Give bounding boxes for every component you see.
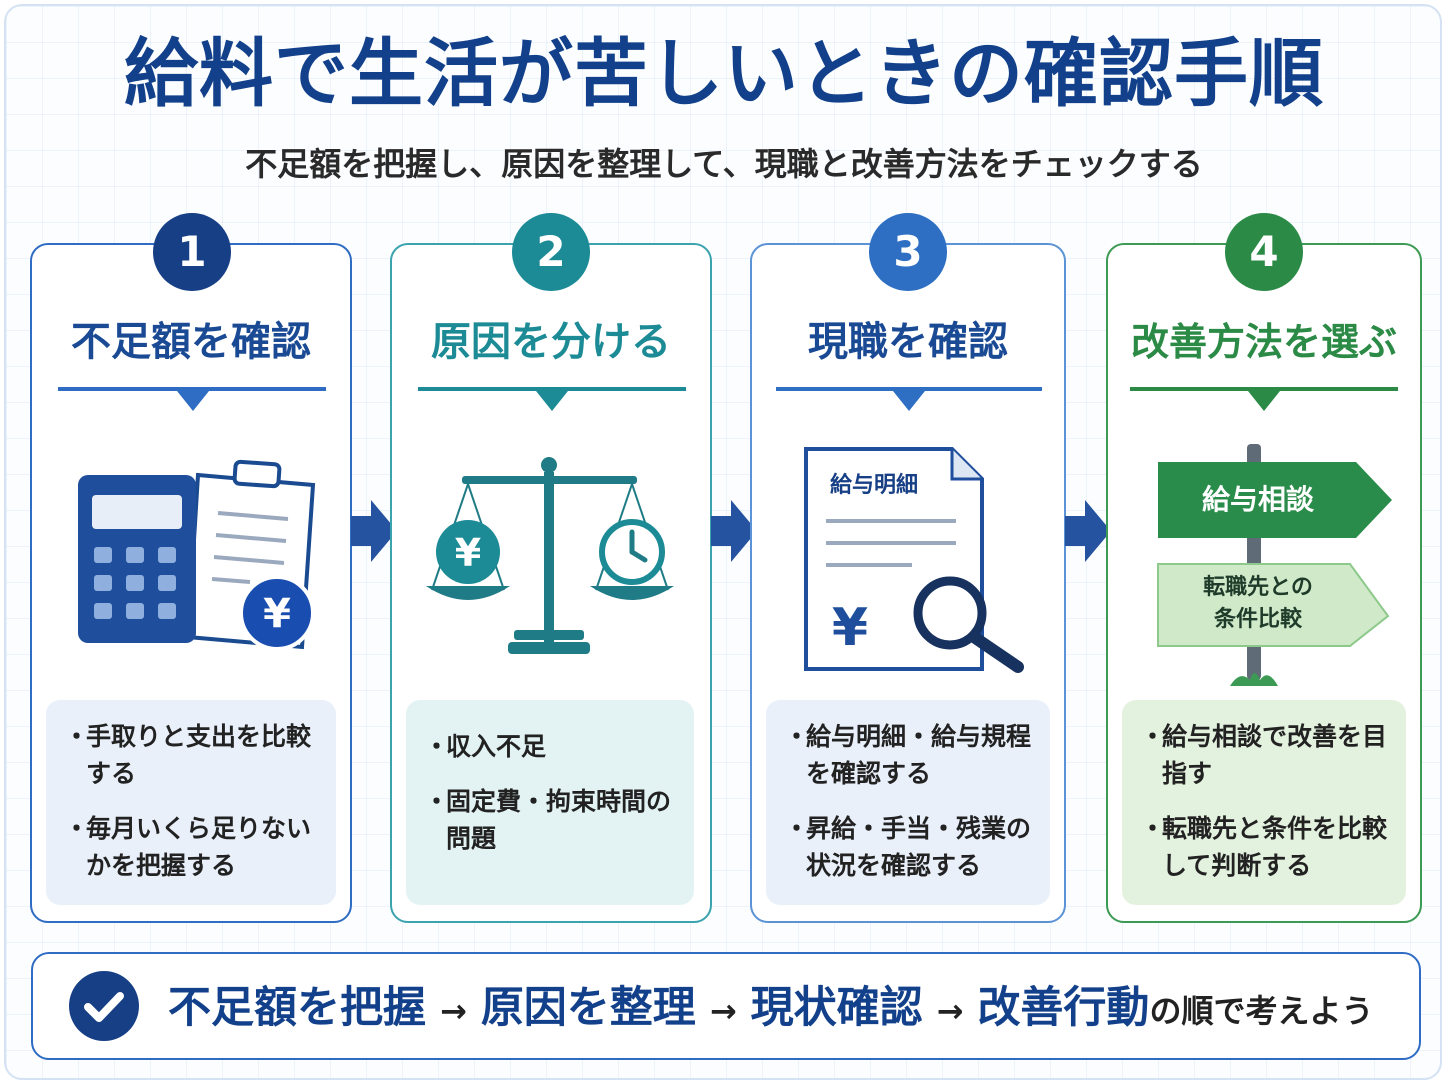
flow-arrow-2 [711, 500, 757, 562]
page-title: 給料で生活が苦しいときの確認手順 [124, 31, 1324, 117]
summary-part-1: 不足額を把握 [168, 983, 426, 1033]
page-subtitle: 不足額を把握し、原因を整理して、現職と改善方法をチェックする [245, 145, 1203, 183]
step-bullets-3: ・給与明細・給与規程を確認する ・昇給・手当・残業の状況を確認する [766, 700, 1050, 905]
svg-text:¥: ¥ [263, 591, 291, 637]
summary-part-4: 改善行動 [977, 983, 1150, 1033]
step-notch-3 [893, 391, 925, 411]
yen-coin-icon: ¥ [239, 575, 315, 651]
summary-part-2: 原因を整理 [480, 983, 696, 1033]
step-underline-1 [58, 387, 326, 391]
step-bullets-1: ・手取りと支出を比較する ・毎月いくら足りないかを把握する [46, 700, 336, 905]
balance-scale-icon: ¥ [426, 457, 674, 654]
summary-arrow: → [936, 992, 964, 1030]
summary-text: 不足額を把握 → 原因を整理 → 現状確認 → 改善行動の順で考えよう [168, 974, 1373, 1042]
signpost-icon [1157, 444, 1392, 686]
step-number-badge-1: 1 [153, 213, 231, 291]
calculator-icon [78, 475, 196, 643]
sign-secondary-label: 転職先との 条件比較 [1203, 575, 1313, 632]
payslip-label: 給与明細 [830, 473, 919, 498]
magnifier-icon [913, 576, 1024, 673]
step-title-1: 不足額を確認 [71, 319, 311, 365]
bullet-item: ・収入不足 [424, 732, 547, 761]
summary-arrow: → [440, 992, 467, 1030]
step-underline-3 [776, 387, 1042, 391]
summary-arrow: → [709, 992, 737, 1030]
step-number-badge-4: 4 [1225, 213, 1303, 291]
bullet-item: ・転職先と条件を比較して判断する [1140, 814, 1388, 880]
bullet-item: ・昇給・手当・残業の状況を確認する [784, 814, 1032, 880]
step-underline-4 [1130, 387, 1398, 391]
svg-text:¥: ¥ [455, 531, 481, 575]
step-title-2: 原因を分ける [431, 319, 671, 365]
bullet-item: ・給与相談で改善を目指す [1140, 722, 1388, 788]
bullet-item: ・毎月いくら足りないかを把握する [64, 814, 312, 880]
step-bullets-2: ・収入不足 ・固定費・拘束時間の問題 [406, 700, 694, 905]
check-circle-icon [69, 971, 139, 1041]
bullet-item: ・固定費・拘束時間の問題 [424, 787, 672, 853]
summary-suffix: の順で考えよう [1149, 992, 1374, 1030]
payslip-document-icon: ¥ [804, 447, 1024, 673]
summary-bar [31, 952, 1421, 1060]
clock-icon [599, 519, 665, 585]
step-number-badge-3: 3 [869, 213, 947, 291]
bullet-item: ・手取りと支出を比較する [64, 722, 312, 788]
step-notch-4 [1248, 391, 1280, 411]
flow-arrow-1 [351, 500, 397, 562]
step-notch-2 [536, 391, 568, 411]
step-notch-1 [177, 391, 209, 411]
step-illustration-1: ¥ [78, 459, 316, 651]
yen-coin-icon: ¥ [436, 520, 500, 584]
sign-primary-label: 給与相談 [1201, 483, 1314, 516]
step-title-4: 改善方法を選ぶ [1130, 320, 1397, 364]
yen-symbol: ¥ [832, 598, 868, 658]
bullet-item: ・給与明細・給与規程を確認する [784, 722, 1032, 788]
step-underline-2 [418, 387, 686, 391]
step-number-badge-2: 2 [512, 213, 590, 291]
flow-arrow-3 [1065, 500, 1111, 562]
step-title-3: 現職を確認 [808, 319, 1008, 365]
summary-part-3: 現状確認 [750, 983, 923, 1033]
step-bullets-4: ・給与相談で改善を目指す ・転職先と条件を比較して判断する [1122, 700, 1406, 905]
